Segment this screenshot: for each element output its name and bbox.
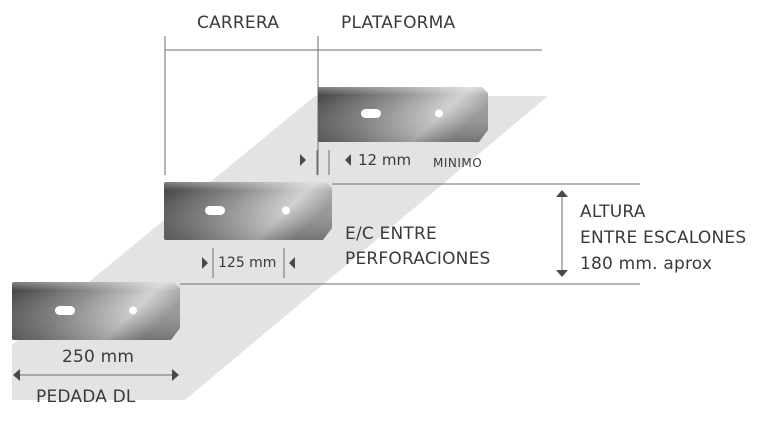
arrow-down-altura — [556, 270, 568, 277]
arrow-right-spacing — [202, 257, 208, 269]
altura-line3-label: 180 mm. aprox — [580, 254, 713, 274]
altura-line1-label: ALTURA — [580, 202, 646, 222]
round-hole — [282, 206, 290, 215]
arrow-right-gap — [300, 154, 306, 166]
slot-hole — [361, 109, 381, 118]
arrowheads — [13, 154, 568, 381]
step-1 — [12, 282, 180, 340]
step-2 — [164, 182, 332, 240]
round-hole — [435, 109, 443, 118]
width-label: 250 mm — [62, 347, 135, 367]
guide-lines — [18, 36, 640, 376]
min-gap-label: 12 mm — [358, 151, 412, 169]
minimo-label: MINIMO — [433, 156, 483, 170]
slot-hole — [55, 306, 75, 315]
arrow-left-spacing — [289, 257, 295, 269]
arrow-up-altura — [556, 190, 568, 197]
slot-hole — [205, 206, 225, 215]
step-3 — [318, 87, 488, 142]
ec-line1-label: E/C ENTRE — [345, 224, 437, 244]
altura-line2-label: ENTRE ESCALONES — [580, 228, 747, 248]
round-hole — [129, 306, 137, 315]
arrow-left-width — [13, 369, 20, 381]
carrera-label: CARRERA — [197, 13, 280, 33]
arrow-right-width — [172, 369, 179, 381]
plataforma-label: PLATAFORMA — [341, 13, 456, 33]
hole-spacing-label: 125 mm — [218, 255, 277, 271]
ec-line2-label: PERFORACIONES — [345, 249, 491, 269]
pedada-label: PEDADA DL — [36, 387, 136, 407]
arrow-left-gap — [345, 154, 351, 166]
